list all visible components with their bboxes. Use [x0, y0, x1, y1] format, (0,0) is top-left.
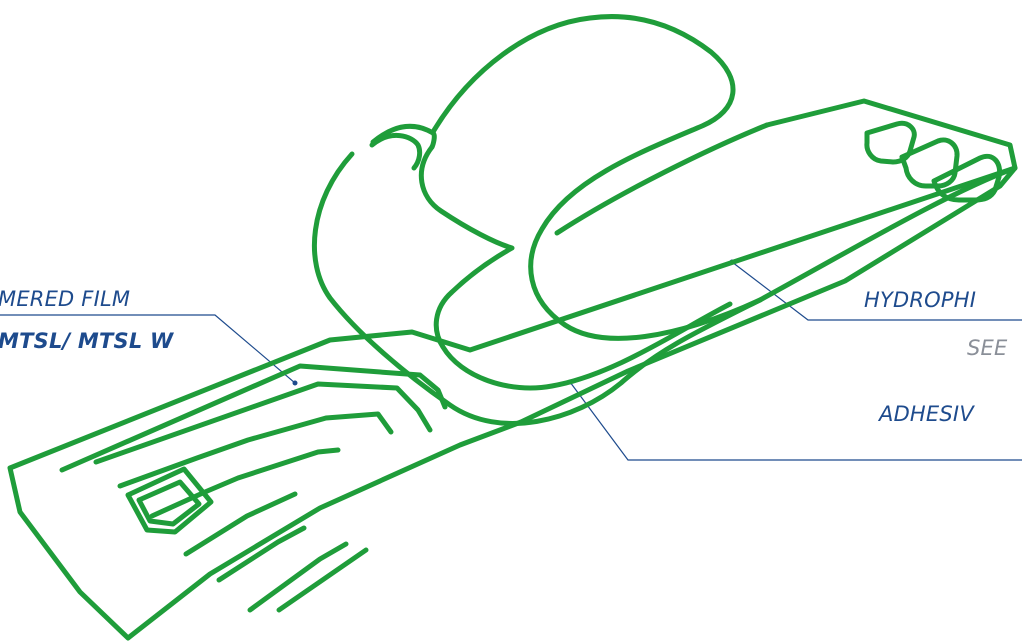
small-top-flap: [372, 135, 420, 168]
strip-outline-group: [10, 17, 1015, 638]
leader-dots: [293, 260, 735, 386]
trace-2: [96, 384, 430, 462]
tall-fold-loop: [433, 17, 760, 339]
trace-7: [250, 544, 346, 610]
leader-dot-left: [293, 381, 298, 386]
right-label-top: HYDROPHI: [864, 290, 976, 311]
trace-6: [219, 528, 304, 580]
right-label-bottom: ADHESIV: [879, 404, 974, 425]
trace-5: [186, 494, 295, 554]
base-strip-outline: [10, 168, 1015, 638]
left-label-bottom: MTSL/ MTSL W: [0, 331, 173, 352]
right-label-middle: SEE: [967, 338, 1007, 359]
left-label-top: MERED FILM: [0, 289, 130, 310]
